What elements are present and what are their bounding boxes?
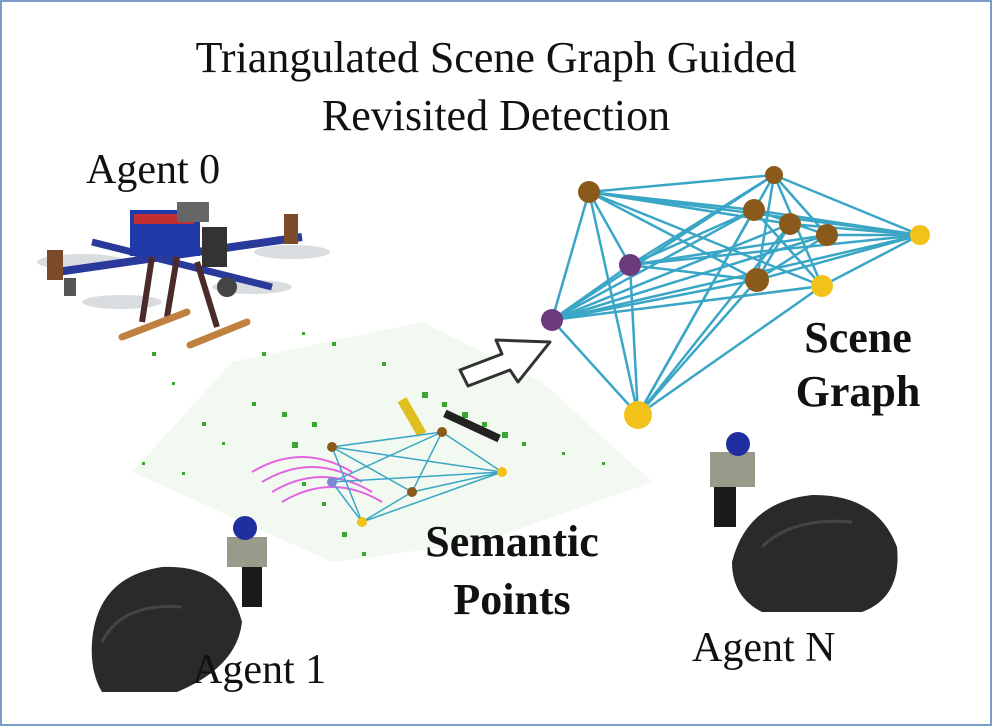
semantic-points-label-line-1: Semantic [425, 517, 599, 566]
semantic-points-label-line-2: Points [453, 575, 571, 624]
title-line-1: Triangulated Scene Graph Guided [195, 33, 797, 82]
helmet-icon [710, 432, 898, 612]
agent-0-label: Agent 0 [86, 147, 221, 193]
drone-icon [37, 202, 330, 349]
arrow-right-icon [458, 338, 552, 388]
scene-graph-nodes [541, 166, 930, 429]
scene-graph-label-line-1: Scene [804, 313, 912, 362]
scene-graph-label-line-2: Graph [795, 367, 921, 416]
point-cloud [132, 322, 652, 562]
agent-1-label: Agent 1 [192, 647, 327, 693]
agent-n-label: Agent N [692, 625, 836, 671]
scene-graph [550, 173, 921, 417]
helmet-icon [91, 516, 267, 692]
title-line-2: Revisited Detection [321, 91, 671, 140]
